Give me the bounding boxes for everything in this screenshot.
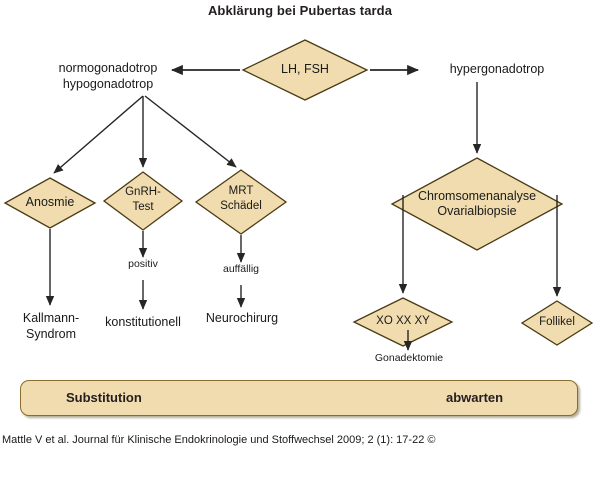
page-title: Abklärung bei Pubertas tarda	[207, 3, 393, 18]
node-chromosome-analysis	[390, 157, 564, 251]
node-mrt-schaedel	[194, 169, 288, 235]
label-kallmann-syndrom-line2: Syndrom	[25, 327, 77, 341]
arrow-hypo-to-mrt	[144, 95, 237, 168]
node-gnrh-test	[102, 171, 184, 231]
citation-text: Mattle V et al. Journal für Klinische En…	[2, 434, 436, 446]
bar-label-substitution: Substitution	[66, 390, 142, 405]
label-hypogonadotrop: hypogonadotrop	[62, 77, 154, 91]
arrow-hypo-to-anosmie	[53, 95, 144, 174]
label-kallmann-syndrom-line1: Kallmann-	[22, 311, 80, 325]
label-hypergonadotrop: hypergonadotrop	[449, 62, 545, 76]
label-auffaellig: auffällig	[222, 263, 259, 275]
label-normogonadotrop: normogonadotrop	[58, 61, 158, 75]
label-konstitutionell: konstitutionell	[105, 315, 181, 329]
bar-label-abwarten: abwarten	[446, 390, 504, 405]
label-gonadektomie: Gonadektomie	[374, 352, 444, 364]
label-positiv: positiv	[128, 258, 158, 270]
node-follikel	[520, 300, 594, 346]
treatment-bar	[20, 380, 578, 416]
label-neurochirurg: Neurochirurg	[205, 311, 279, 325]
node-anosmie	[3, 177, 97, 229]
node-lh-fsh	[241, 39, 369, 101]
node-karyotype	[352, 297, 454, 347]
